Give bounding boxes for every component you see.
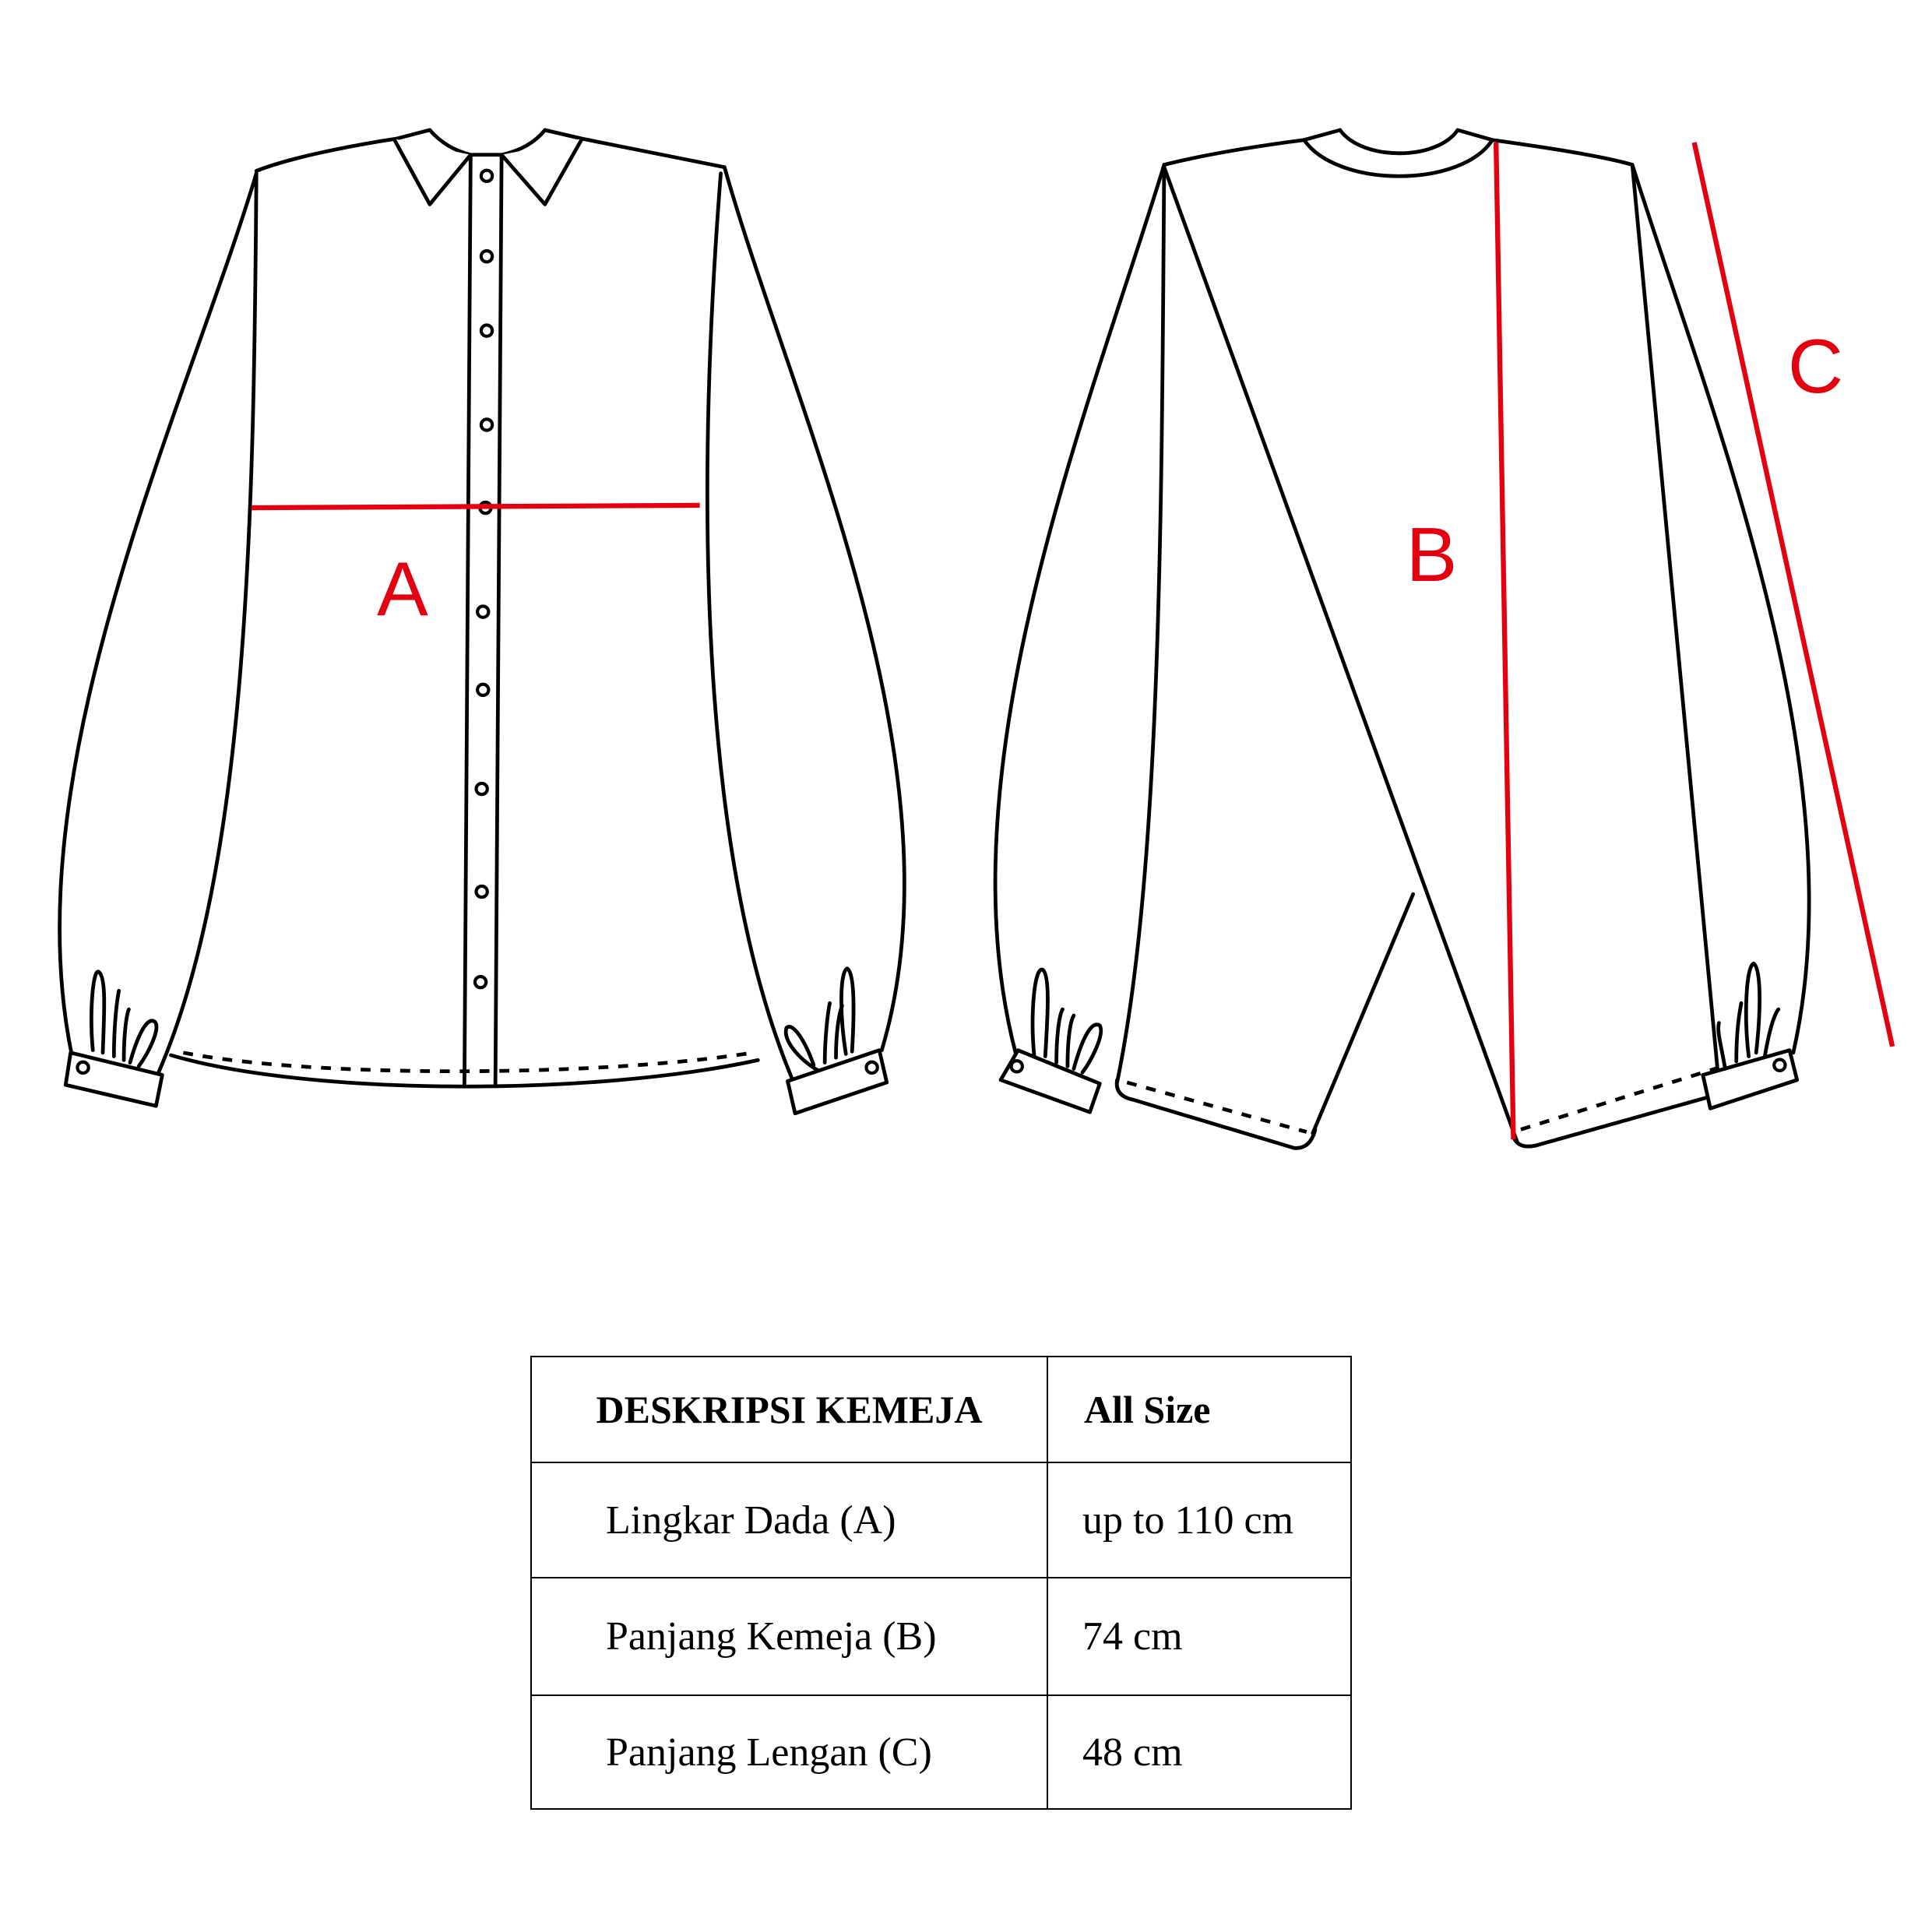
- front-collar-left: [392, 137, 473, 206]
- back-right-cuff-gathers: [1716, 961, 1781, 1071]
- shirt-button: [479, 168, 494, 184]
- back-left-sleeve-outer: [993, 163, 1167, 1055]
- shirt-button: [474, 781, 489, 797]
- front-right-cuff-button: [864, 1060, 879, 1075]
- front-placket-left-edge: [463, 153, 473, 1087]
- measure-line-b-length: [1494, 142, 1516, 1140]
- table-row: Panjang Lengan (C) 48 cm: [530, 1694, 1352, 1810]
- table-row: Lingkar Dada (A) up to 110 cm: [530, 1462, 1352, 1578]
- back-fold-diagonal: [1162, 165, 1519, 1144]
- front-left-side-seam: [157, 171, 259, 1075]
- shirt-button: [474, 884, 489, 899]
- measure-line-a-chest: [251, 502, 700, 511]
- measure-name: Lingkar Dada (A): [530, 1462, 1048, 1578]
- back-left-hem: [1114, 1078, 1318, 1150]
- size-table-header-row: DESKRIPSI KEMEJA All Size: [530, 1356, 1352, 1463]
- front-left-cuff: [63, 1050, 164, 1108]
- shirt-button: [479, 248, 494, 264]
- back-right-hem-stitch: [1520, 1065, 1720, 1131]
- table-row: Panjang Kemeja (B) 74 cm: [530, 1577, 1352, 1696]
- shirt-button: [479, 323, 494, 338]
- measurement-guides: A B C: [251, 142, 1895, 1140]
- front-left-cuff-button: [76, 1060, 90, 1075]
- front-placket-right-edge: [493, 153, 504, 1087]
- measure-line-c-sleeve: [1691, 142, 1895, 1047]
- front-collar-right: [500, 137, 584, 206]
- header-size: All Size: [1047, 1356, 1352, 1463]
- measure-value: up to 110 cm: [1047, 1462, 1352, 1578]
- shirt-button: [476, 682, 491, 698]
- measure-label-c: C: [1788, 323, 1843, 409]
- back-left-side-seam: [1115, 163, 1167, 1085]
- back-right-shoulder: [1455, 128, 1635, 167]
- back-right-side-seam: [1630, 163, 1721, 1087]
- back-fold-split: [1311, 892, 1416, 1135]
- shirt-button: [479, 417, 494, 432]
- measure-name: Panjang Lengan (C): [530, 1694, 1048, 1810]
- back-left-cuff: [998, 1048, 1102, 1114]
- back-left-cuff-button: [1009, 1059, 1024, 1074]
- front-hem-stitch: [182, 1050, 754, 1074]
- back-shirt: [993, 128, 1811, 1150]
- front-hem: [169, 1053, 760, 1089]
- header-description: DESKRIPSI KEMEJA: [530, 1356, 1048, 1463]
- back-right-sleeve-outer: [1630, 163, 1811, 1055]
- front-left-shoulder: [254, 128, 432, 173]
- front-right-cuff: [786, 1048, 889, 1116]
- front-shirt: [58, 128, 906, 1116]
- front-right-cuff-gathers: [783, 966, 856, 1072]
- back-right-cuff-button: [1772, 1057, 1787, 1072]
- back-left-shoulder: [1162, 128, 1343, 167]
- front-right-sleeve-outer: [722, 165, 906, 1053]
- measure-value: 48 cm: [1047, 1694, 1352, 1810]
- measure-label-b: B: [1406, 512, 1458, 597]
- front-left-cuff-gathers: [89, 970, 159, 1068]
- shirt-button: [476, 604, 491, 619]
- measure-name: Panjang Kemeja (B): [530, 1577, 1048, 1696]
- size-table: DESKRIPSI KEMEJA All Size Lingkar Dada (…: [530, 1356, 1352, 1810]
- measure-label-a: A: [377, 546, 428, 632]
- back-neck-rib-outer: [1302, 138, 1494, 178]
- back-neck-rib-inner: [1338, 128, 1460, 156]
- front-placket-buttons: [473, 168, 494, 990]
- front-left-sleeve-outer: [58, 171, 259, 1057]
- front-right-side-seam: [706, 171, 795, 1082]
- shirt-button: [473, 974, 488, 990]
- back-left-cuff-gathers: [1030, 967, 1103, 1075]
- measure-value: 74 cm: [1047, 1577, 1352, 1696]
